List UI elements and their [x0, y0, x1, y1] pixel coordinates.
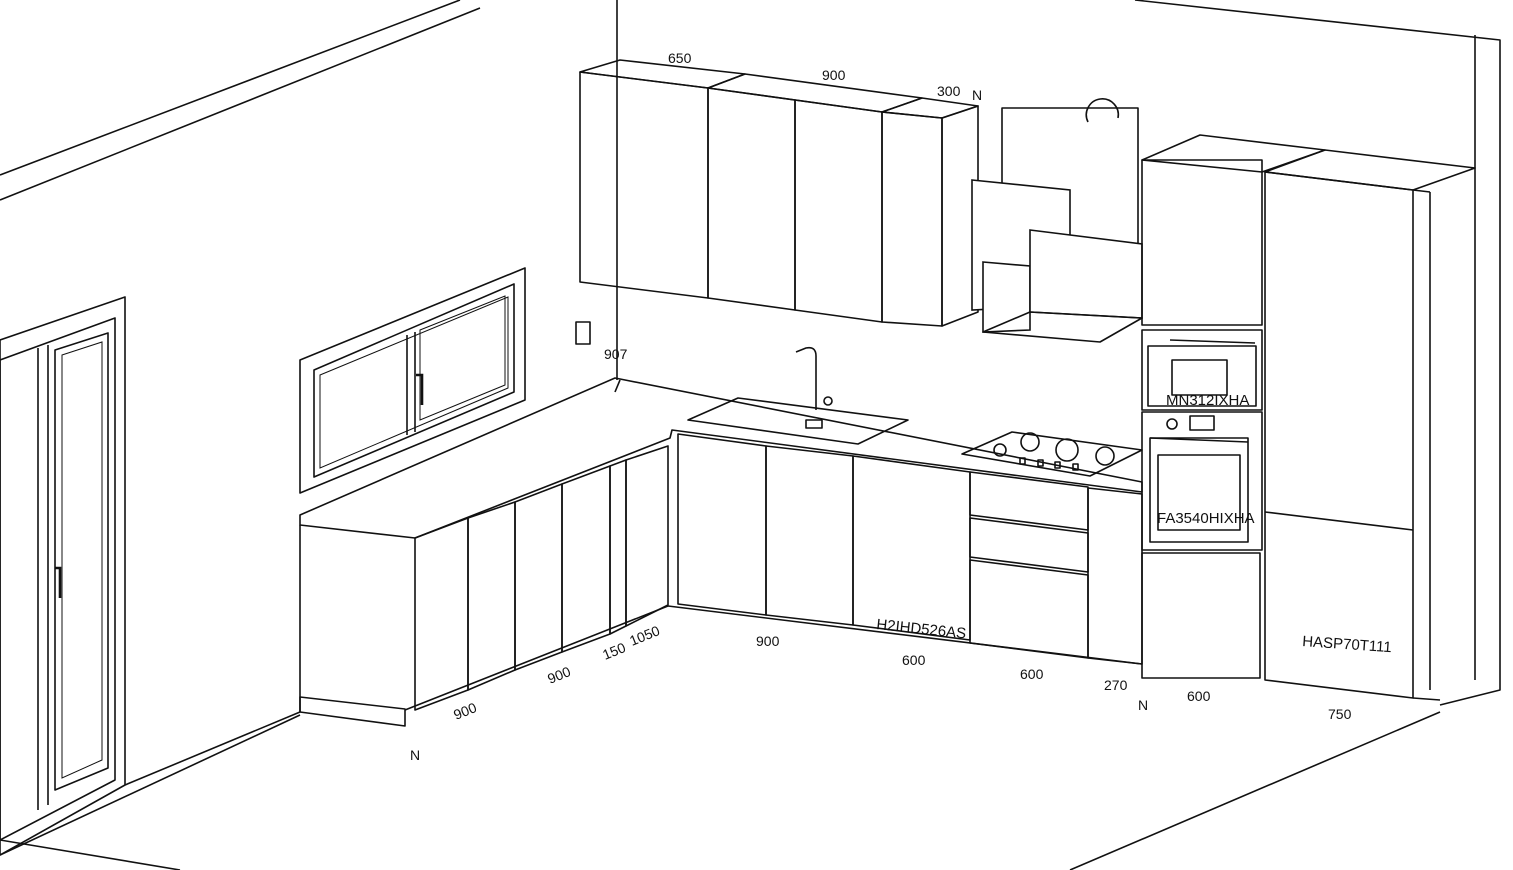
upper-dimension-labels: 650 900 300 N 907	[604, 50, 982, 362]
left-dim-label: 900	[545, 663, 573, 687]
dishwasher-code: H2IHD526AS	[876, 616, 967, 642]
balcony-door	[0, 296, 126, 856]
burner-icon	[993, 443, 1007, 457]
left-dim-label: 1050	[627, 622, 662, 649]
fridge-column	[1264, 149, 1476, 701]
base-cabinets	[299, 377, 1143, 727]
upper-dim-label: 300	[937, 83, 961, 99]
gas-hob	[961, 431, 1143, 477]
left-dim-label: 150	[600, 639, 628, 663]
back-run-dimension-labels: 900 600 600 270 600 750 N	[756, 633, 1352, 722]
upper-note-label: N	[972, 87, 982, 103]
window-handle-icon[interactable]	[416, 373, 424, 405]
wall-socket-icon	[575, 321, 591, 345]
back-dim-label: 900	[756, 633, 780, 649]
back-dim-label: 750	[1328, 706, 1352, 722]
left-note-label: N	[410, 747, 420, 763]
burner-icon	[1095, 446, 1115, 466]
left-dim-label: 900	[451, 699, 479, 723]
oven-knob-icon[interactable]	[1166, 418, 1178, 430]
back-dim-label: 600	[1020, 666, 1044, 682]
upper-dim-label: 650	[668, 50, 692, 66]
burner-icon	[1055, 438, 1079, 462]
microwave-code: MN312IXHA	[1166, 392, 1249, 409]
tap-icon[interactable]	[795, 346, 817, 410]
burner-icon	[1020, 432, 1040, 452]
appliance-codes: H2IHD526AS MN312IXHA FA3540HIXHA HASP70T…	[876, 392, 1393, 656]
height-dim-label: 907	[604, 346, 628, 362]
sink	[687, 346, 909, 445]
extractor-hood	[971, 98, 1143, 343]
back-dim-label: 600	[1187, 688, 1211, 704]
fridge-code: HASP70T111	[1302, 633, 1392, 656]
door-handle-icon[interactable]	[55, 566, 62, 598]
window	[299, 267, 526, 494]
back-dim-label: 270	[1104, 677, 1128, 693]
tall-appliance-unit	[1141, 134, 1326, 679]
upper-cabinets	[579, 59, 979, 327]
back-note-label: N	[1138, 697, 1148, 713]
oven-code: FA3540HIXHA	[1157, 510, 1255, 527]
back-dim-label: 600	[902, 652, 926, 668]
upper-dim-label: 900	[822, 67, 846, 83]
